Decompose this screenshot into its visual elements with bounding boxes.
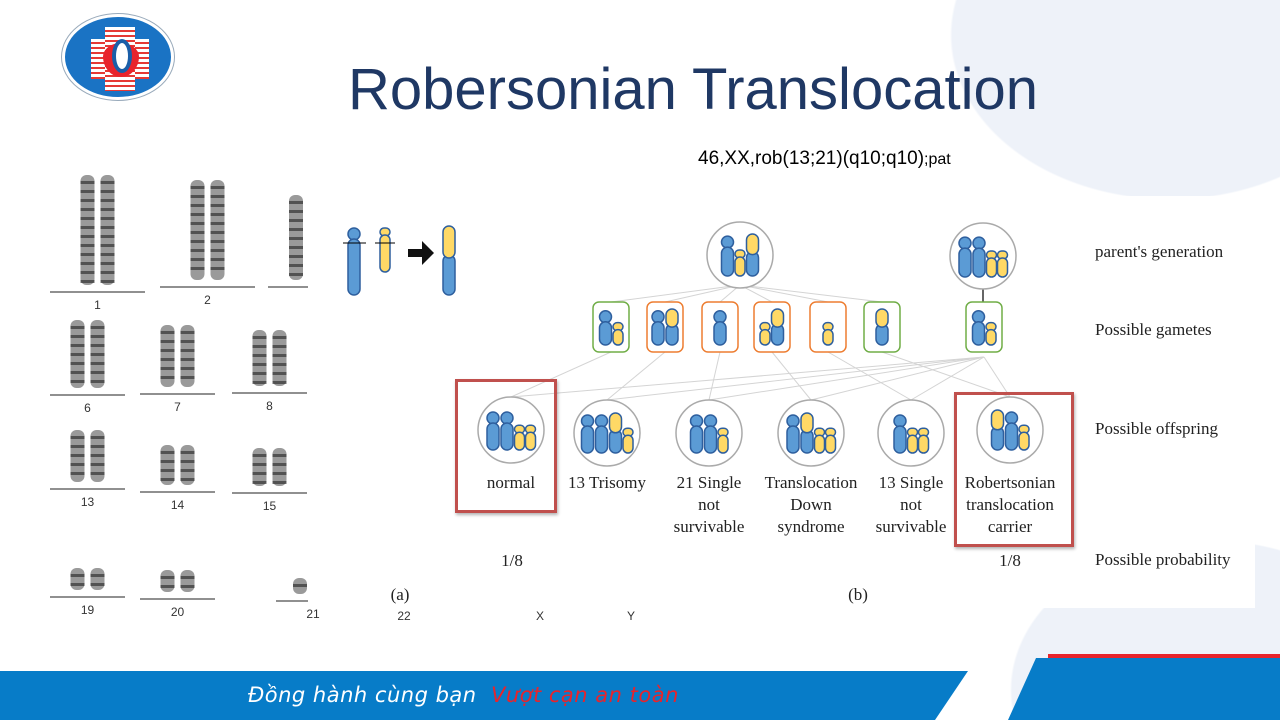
offspring-label-line: not [698, 495, 720, 514]
chromosome-set-icon [893, 414, 930, 454]
chromosome-label: 15 [263, 499, 277, 513]
row-label-parents: parent's generation [1095, 242, 1224, 261]
chromosome-set-icon [786, 412, 837, 454]
connector-line [739, 284, 829, 303]
connector-line [606, 356, 985, 401]
chromosome-label: 6 [84, 401, 91, 415]
offspring-label-line: survivable [673, 517, 745, 536]
chromosome-set-icon [580, 412, 634, 454]
karyotype-chromosome-pair: 14 [140, 445, 215, 512]
karyotype-chromosome-pair: 13 [50, 430, 125, 509]
offspring-label-line: not [900, 495, 922, 514]
chromosome-set-icon [990, 409, 1030, 451]
connector-line [664, 284, 741, 303]
connector-line [708, 356, 985, 401]
connector-line [610, 284, 741, 303]
connector-line [810, 356, 985, 401]
offspring-label-line: 21 Single [676, 473, 742, 492]
offspring-label-line: Robertsonian [964, 473, 1056, 492]
figure-panel [330, 196, 1255, 608]
offspring-label-line: translocation [966, 495, 1054, 514]
connector-line [510, 356, 985, 398]
chromosome-label: Y [627, 609, 635, 623]
hospital-logo [62, 14, 174, 100]
offspring-label: 21 Single not survivable [649, 472, 769, 538]
offspring-label-line: syndrome [777, 517, 845, 536]
offspring-label: normal [451, 472, 571, 494]
karyotype-chromosome-pair: 7 [140, 325, 215, 414]
chromosome-label: 1 [94, 298, 101, 312]
chromosome-set-icon [958, 236, 1009, 278]
offspring-label: Robertsonian translocation carrier [950, 472, 1070, 538]
karyotype-chromosome-pair: 21 [276, 578, 320, 621]
slide-title: Robersonian Translocation [348, 57, 1038, 122]
footer-slogan: Đồng hành cùng bạn Vượt cạn an toàn [248, 683, 679, 707]
row-label-gametes: Possible gametes [1095, 320, 1212, 339]
chromosome-set-icon [598, 310, 624, 346]
connector-line [983, 356, 1011, 398]
chromosome-label: 19 [81, 603, 95, 617]
connector-line [606, 351, 666, 401]
karyotype-chromosome-pair: 1 [50, 175, 145, 312]
panel-label-b: (b) [848, 585, 868, 604]
highlight-box-carrier [954, 392, 1074, 547]
karyotype-chromosome-pair: 15 [232, 448, 307, 513]
connector-line [510, 351, 612, 398]
chromosome-label: 8 [266, 399, 273, 413]
connector-line [708, 351, 721, 401]
connector-line [771, 351, 812, 401]
chromosome-set-icon [971, 310, 997, 346]
offspring-label-line: normal [486, 473, 536, 492]
offspring-label: 13 Trisomy [547, 472, 667, 494]
chromosome-label: 20 [171, 605, 185, 619]
chromosome-set-icon [689, 414, 729, 454]
footer-bar [0, 671, 968, 720]
offspring-label-line: 13 Single [878, 473, 944, 492]
footer-accent [1048, 654, 1280, 659]
offspring-label-line: Down [790, 495, 832, 514]
chromosome-set-icon [486, 411, 537, 451]
chromosome-label: 22 [397, 609, 411, 623]
connector-line [739, 284, 883, 303]
footer-bar-right [1008, 658, 1280, 720]
panel-label-a: (a) [390, 585, 410, 604]
row-label-probability: Possible probability [1095, 550, 1231, 569]
chromosome-label: 21 [306, 607, 320, 621]
offspring-label: 13 Single not survivable [851, 472, 971, 538]
chromosome-set-icon [822, 321, 834, 346]
connector-line [827, 351, 912, 401]
karyotype-chromosome-pair [268, 195, 308, 288]
karyotype-chromosome-pair: 6 [50, 320, 125, 415]
chromosome-set-icon [651, 308, 679, 346]
row-label-offspring: Possible offspring [1095, 419, 1218, 438]
probability-carrier: 1/8 [999, 551, 1021, 570]
probability-normal: 1/8 [501, 551, 523, 570]
offspring-label-line: 13 Trisomy [568, 473, 646, 492]
chromosome-set-icon [713, 310, 727, 346]
offspring-label-line: survivable [875, 517, 947, 536]
karyotype-chromosome-pair: 19 [50, 568, 125, 617]
chromosome-label: 14 [171, 498, 185, 512]
connector-line [881, 351, 1011, 398]
background-circle [950, 0, 1280, 200]
chromosome-label: X [536, 609, 544, 623]
chromosome-set-icon [875, 308, 889, 346]
offspring-label-line: Translocation [764, 473, 858, 492]
karyotype-notation: 46,XX,rob(13;21)(q10;q10);pat [698, 148, 951, 169]
chromosome-set-icon [720, 233, 760, 277]
karyotype-chromosome-pair: 2 [160, 180, 255, 307]
chromosome-label: 13 [81, 495, 95, 509]
arrow-right-icon [408, 241, 434, 265]
translocation-illustration [343, 225, 456, 296]
chromosome-label: 2 [204, 293, 211, 307]
chromosome-set-icon [759, 308, 785, 346]
chromosome-label: 7 [174, 400, 181, 414]
karyotype-chromosome-pair: 20 [140, 570, 215, 619]
karyotype-chromosome-pair: 8 [232, 330, 307, 413]
highlight-box-normal [455, 379, 557, 513]
connector-line [910, 356, 985, 401]
offspring-label-line: carrier [987, 517, 1033, 536]
